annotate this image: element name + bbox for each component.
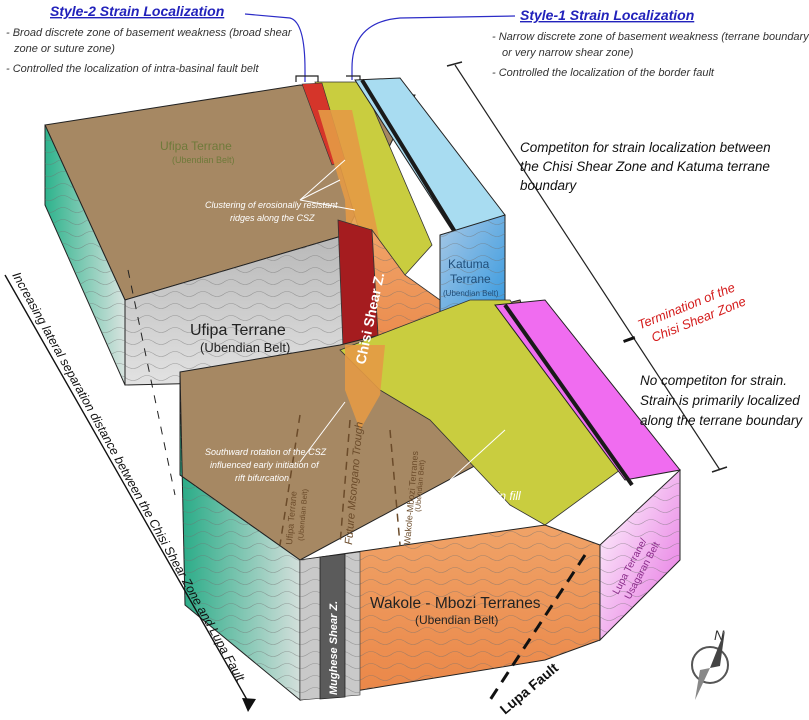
ufipa-low-1: Ufipa Terrane — [284, 491, 299, 546]
style2-desc-2: - Controlled the localization of intra-b… — [6, 63, 259, 75]
nocompetition-3: along the terrane boundary — [640, 413, 803, 428]
csz-lower-ridge — [345, 345, 385, 430]
style2-desc-1b: zone or suture zone) — [13, 43, 115, 55]
style1-title: Style-1 Strain Localization — [520, 7, 694, 23]
katuma-3: (Ubendian Belt) — [443, 289, 499, 298]
style2-desc-1a: - Broad discrete zone of basement weakne… — [6, 27, 293, 39]
southward-3: rift bifurcation — [235, 473, 289, 483]
style1-desc-2: - Controlled the localization of the bor… — [492, 67, 715, 79]
katuma-2: Terrane — [450, 272, 491, 286]
north-arrow-icon — [691, 630, 729, 700]
wakole-1: Wakole - Mbozi Terranes — [370, 595, 541, 612]
style1-desc-1a: - Narrow discrete zone of basement weakn… — [492, 31, 809, 43]
terrane-boundary-lower — [503, 303, 634, 487]
competition-2: the Chisi Shear Zone and Katuma terrane — [520, 159, 770, 174]
mughese-shear-front — [319, 553, 346, 700]
competition-3: boundary — [520, 178, 578, 193]
ubendian-front: (Ubendian Belt) — [200, 340, 290, 355]
clustering-1: Clustering of erosionally resistant — [205, 200, 338, 210]
katuma-1: Katuma — [448, 257, 490, 271]
ubendian-top: (Ubendian Belt) — [172, 155, 235, 165]
mughese-label: Mughese Shear Z. — [328, 601, 340, 695]
nocompetition-1: No competiton for strain. — [640, 373, 787, 388]
wakole-2: (Ubendian Belt) — [415, 613, 498, 627]
nocompetition-2: Strain is primarily localized — [640, 393, 800, 408]
north-label: N — [714, 627, 725, 643]
lupa-fault-line — [488, 554, 587, 701]
southward-1: Southward rotation of the CSZ — [205, 447, 327, 457]
style1-desc-1b: or very narrow shear zone) — [502, 47, 634, 59]
ufipa-top: Ufipa Terrane — [160, 139, 232, 153]
karoo-label: Karoo basin fill — [442, 489, 521, 503]
ufipa-front: Ufipa Terrane — [190, 322, 286, 339]
style2-title: Style-2 Strain Localization — [50, 3, 224, 19]
clustering-2: ridges along the CSZ — [230, 213, 315, 223]
southward-2: influenced early initiation of — [210, 460, 320, 470]
competition-1: Competiton for strain localization betwe… — [520, 140, 771, 155]
lupa-fault-label: Lupa Fault — [497, 659, 562, 717]
